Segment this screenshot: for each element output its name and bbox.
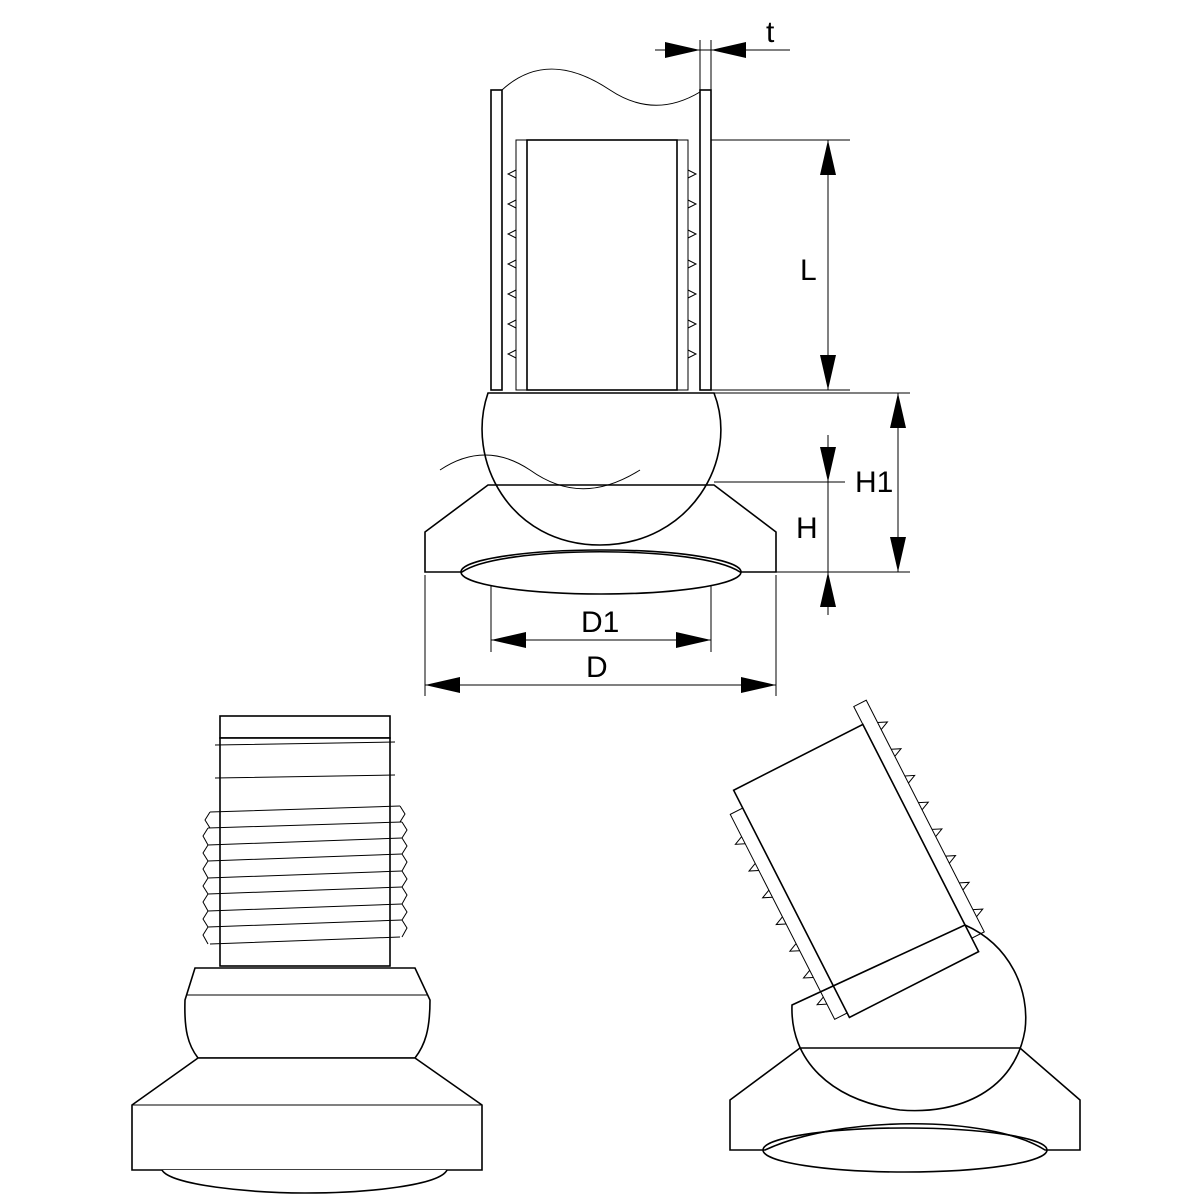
threaded-shank <box>219 737 391 967</box>
dimension-l: L <box>711 139 850 391</box>
shank-threads <box>202 741 408 945</box>
foot-pad <box>460 549 742 595</box>
label-l: L <box>800 254 817 287</box>
tilted-insert <box>729 699 985 1021</box>
label-t: t <box>766 16 775 49</box>
tilted-ball <box>791 924 1027 1112</box>
section-view: t L H1 H <box>424 16 910 696</box>
tube-break-line <box>501 68 701 106</box>
insert-wall-right <box>676 139 689 391</box>
dimension-d1: D1 <box>490 585 712 652</box>
insert-wall-left <box>515 139 528 391</box>
tilted-foot-pad <box>762 1127 1048 1173</box>
label-d: D <box>586 651 608 684</box>
dimension-h1: H1 <box>711 392 910 573</box>
base-section <box>424 484 777 573</box>
base-pad <box>161 1169 448 1194</box>
ball-body <box>184 967 431 1059</box>
tilted-base <box>729 1047 1081 1151</box>
ball-break-line <box>439 454 641 490</box>
tilted-view <box>729 699 1081 1173</box>
label-h1: H1 <box>855 466 893 499</box>
base-body <box>131 1057 483 1171</box>
ball-section <box>481 392 722 546</box>
dimension-h: H <box>714 435 845 615</box>
shank-cap <box>219 715 391 739</box>
insert-bore <box>526 139 678 391</box>
label-h: H <box>796 512 818 545</box>
insert-teeth <box>506 169 698 359</box>
tube-wall-right <box>699 89 712 391</box>
label-d1: D1 <box>581 606 619 639</box>
dimension-t: t <box>655 16 790 90</box>
dimension-d: D <box>424 575 777 696</box>
external-view <box>131 715 483 1194</box>
tube-wall-left <box>490 89 503 391</box>
